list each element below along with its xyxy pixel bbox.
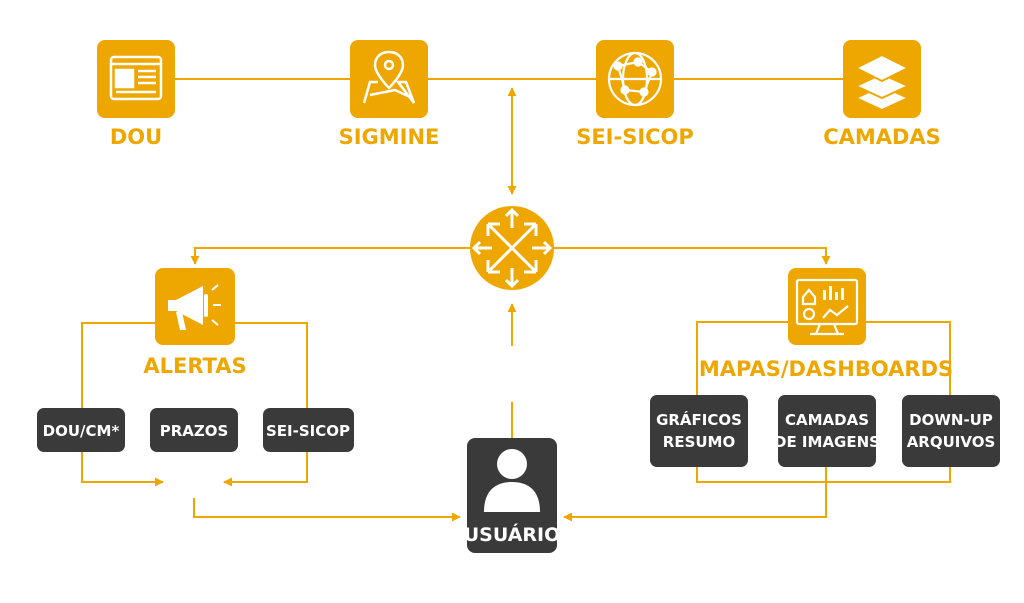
user-node: USUÁRIO xyxy=(464,438,561,553)
source-label-sei-sicop: SEI-SICOP xyxy=(576,125,694,149)
mapas-item-downup-line1: DOWN-UP xyxy=(909,411,993,429)
mapas-tile xyxy=(788,268,866,345)
mapas-item-down-up-arquivos: DOWN-UP ARQUIVOS xyxy=(902,395,1000,467)
mapas-item-camadas-box xyxy=(778,395,876,467)
source-node-dou: DOU xyxy=(97,40,175,149)
map-pin-icon xyxy=(362,50,416,104)
alert-item-sei-sicop: SEI-SICOP xyxy=(263,408,354,452)
mapas-item-graficos-line1: GRÁFICOS xyxy=(656,410,742,429)
layers-icon xyxy=(853,53,911,112)
source-label-sigmine: SIGMINE xyxy=(339,125,440,149)
hub-node xyxy=(470,206,554,290)
user-icon xyxy=(484,449,540,512)
arrow-alertas-user xyxy=(193,498,461,522)
alert-item-prazos-box xyxy=(150,408,238,452)
mapas-node: MAPAS/DASHBOARDS xyxy=(699,268,953,381)
alert-item-dou-cm: DOU/CM* xyxy=(37,408,125,452)
hub-arrows-icon xyxy=(471,207,553,289)
alert-item-prazos: PRAZOS xyxy=(150,408,238,452)
newspaper-icon xyxy=(109,55,163,101)
mapas-item-camadas-line2: DE IMAGENS xyxy=(774,433,880,451)
arrow-mapas-user xyxy=(563,482,827,522)
user-label: USUÁRIO xyxy=(464,523,561,546)
mapas-bracket-left xyxy=(696,321,788,395)
source-sigmine-tile xyxy=(350,40,428,118)
mapas-item-graficos-resumo: GRÁFICOS RESUMO xyxy=(650,395,748,467)
source-label-dou: DOU xyxy=(110,125,162,149)
source-node-sei-sicop: SEI-SICOP xyxy=(576,40,694,149)
alertas-node: ALERTAS xyxy=(143,268,247,378)
connectors xyxy=(81,78,951,522)
alert-item-dou-cm-box xyxy=(37,408,125,452)
mapas-item-graficos-line2: RESUMO xyxy=(663,433,735,451)
mapas-bracket-right xyxy=(866,321,951,395)
source-node-sigmine: SIGMINE xyxy=(339,40,440,149)
arrow-sei-collect xyxy=(223,452,308,487)
alertas-label: ALERTAS xyxy=(143,354,246,378)
mapas-label: MAPAS/DASHBOARDS xyxy=(699,357,953,381)
mapas-item-downup-box xyxy=(902,395,1000,467)
alert-item-dou-cm-text: DOU/CM* xyxy=(43,422,120,440)
mapas-item-camadas-imagens: CAMADAS DE IMAGENS xyxy=(774,395,880,467)
alert-item-sei-sicop-text: SEI-SICOP xyxy=(266,422,350,440)
dashboard-monitor-icon xyxy=(795,278,859,336)
source-dou-tile xyxy=(97,40,175,118)
arrow-hub-alertas xyxy=(190,247,470,265)
alert-item-sei-sicop-box xyxy=(263,408,354,452)
source-label-camadas: CAMADAS xyxy=(823,125,941,149)
arrow-hub-mapas xyxy=(554,247,831,265)
network-globe-icon xyxy=(607,51,663,107)
megaphone-icon xyxy=(168,284,221,330)
mapas-bracket-bottom xyxy=(696,467,951,483)
mapas-item-camadas-line1: CAMADAS xyxy=(785,411,869,429)
source-node-camadas: CAMADAS xyxy=(823,40,941,149)
mapas-item-downup-line2: ARQUIVOS xyxy=(907,433,996,451)
arrow-dou-collect xyxy=(81,452,164,487)
mapas-item-graficos-box xyxy=(650,395,748,467)
alertas-bracket-left xyxy=(81,322,155,408)
alertas-bracket-right xyxy=(235,322,308,408)
alert-item-prazos-text: PRAZOS xyxy=(160,422,229,440)
